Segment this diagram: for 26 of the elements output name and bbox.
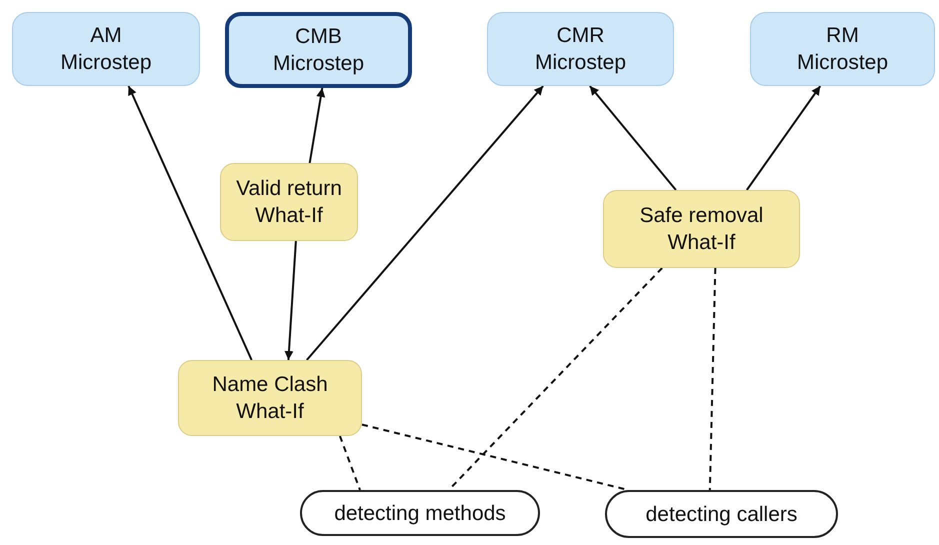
- arrow: [589, 85, 677, 191]
- node-label: Safe removal What-If: [638, 203, 764, 256]
- detector-pill: [605, 490, 838, 538]
- arrow: [746, 85, 822, 191]
- node-label: CMB Microstep: [272, 24, 366, 77]
- arrow: [306, 85, 544, 361]
- dashed-connector: [338, 436, 361, 490]
- node-label: detecting callers: [646, 502, 798, 528]
- arrow: [128, 86, 253, 360]
- node-label: Valid return What-If: [235, 176, 343, 229]
- detector-pill: [300, 490, 540, 536]
- arrow: [308, 88, 326, 164]
- arrow: [284, 240, 297, 360]
- node-label: Name Clash What-If: [211, 372, 329, 425]
- microstep-box: [487, 12, 674, 86]
- what-if-box: [220, 163, 358, 241]
- highlighted-microstep-box: [225, 12, 412, 88]
- microstep-box: [12, 12, 200, 86]
- microstep-box: [750, 12, 935, 86]
- what-if-box: [178, 360, 362, 436]
- node-label: RM Microstep: [796, 23, 890, 76]
- node-label: CMR Microstep: [534, 23, 628, 76]
- node-label: AM Microstep: [59, 23, 153, 76]
- what-if-box: [603, 190, 800, 268]
- dashed-connector: [708, 268, 716, 490]
- node-label: detecting methods: [334, 500, 506, 526]
